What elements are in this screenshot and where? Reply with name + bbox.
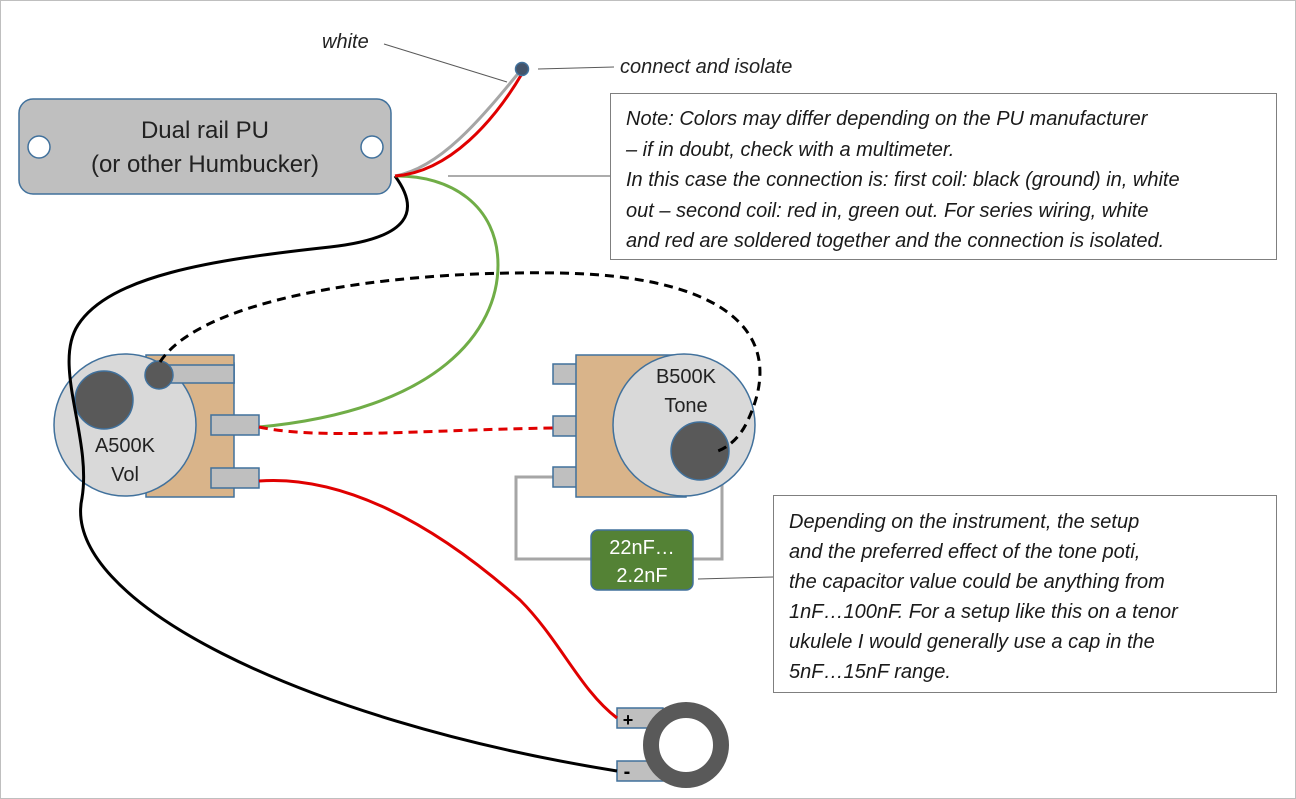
vol-lug-2 (210, 414, 260, 436)
note-cap-line: 5nF…15nF range. (789, 661, 951, 683)
tone-pot-value: B500K (656, 366, 717, 388)
note-cap-line: the capacitor value could be anything fr… (789, 571, 1165, 593)
note-cap-line: and the preferred effect of the tone pot… (789, 541, 1141, 563)
vol-pot-value: A500K (95, 435, 156, 457)
note-cap-line: ukulele I would generally use a cap in t… (789, 631, 1155, 653)
note-capacitor: Depending on the instrument, the setup a… (773, 495, 1277, 693)
wire-red-lead (394, 71, 525, 178)
pickup-mount-hole-right (360, 135, 384, 159)
capacitor-value-1: 22nF… (609, 537, 675, 559)
jack-minus-label: - (624, 761, 631, 783)
output-jack (643, 702, 729, 788)
note-colors-line: Note: Colors may differ depending on the… (626, 108, 1148, 130)
note-colors-line: – if in doubt, check with a multimeter. (626, 138, 955, 161)
capacitor-wire-right (692, 470, 724, 561)
wire-red-dashed (258, 425, 554, 436)
vol-ground-solder (144, 360, 174, 390)
tone-pot-name: Tone (664, 395, 707, 417)
pickup-mount-hole-left (27, 135, 51, 159)
callout-line-white (383, 43, 508, 83)
wire-green (258, 174, 500, 429)
label-white: white (322, 31, 369, 53)
wire-red-output (258, 478, 618, 720)
vol-pot-name: Vol (111, 464, 139, 486)
tone-pot-shaft (670, 421, 730, 481)
wire-black-tone-ground (158, 271, 762, 453)
label-connect-isolate: connect and isolate (620, 56, 792, 78)
note-cap-line: Depending on the instrument, the setup (789, 511, 1140, 533)
note-colors-line: out – second coil: red in, green out. Fo… (626, 199, 1149, 222)
wire-black-ground (67, 175, 618, 773)
capacitor-value-2: 2.2nF (616, 565, 667, 587)
pickup-title: Dual rail PU (141, 117, 269, 144)
note-wire-colors: Note: Colors may differ depending on the… (610, 93, 1277, 260)
wire-white-lead (394, 69, 523, 178)
callout-line-capacitor (697, 576, 774, 580)
capacitor (590, 529, 694, 591)
vol-pot-shaft (74, 370, 134, 430)
vol-lug-3 (210, 467, 260, 489)
isolated-joint (514, 61, 530, 77)
callout-line-connect (537, 66, 615, 70)
jack-plus-label: + (623, 710, 634, 730)
note-cap-line: 1nF…100nF. For a setup like this on a te… (789, 601, 1178, 623)
pickup-body (18, 98, 392, 195)
note-colors-line: and red are soldered together and the co… (626, 230, 1165, 252)
pickup-subtitle: (or other Humbucker) (91, 151, 319, 178)
capacitor-wire-left (514, 475, 592, 561)
note-colors-line: In this case the connection is: first co… (626, 169, 1180, 191)
